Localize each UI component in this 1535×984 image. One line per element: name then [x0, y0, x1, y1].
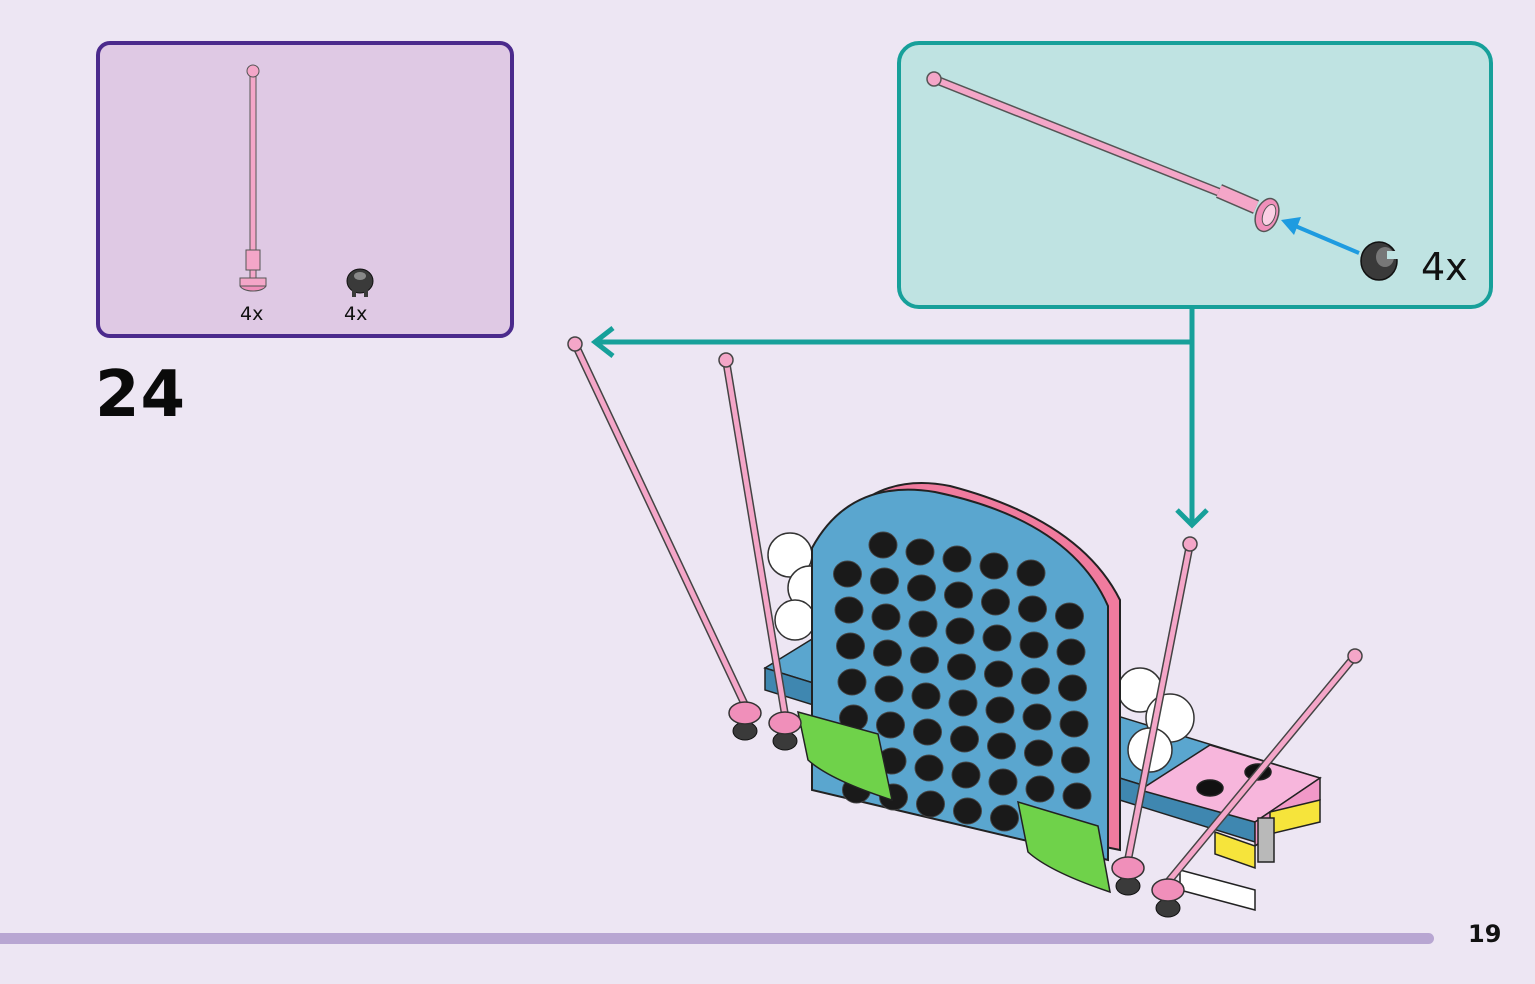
stud [981, 588, 1010, 616]
stud [833, 560, 862, 588]
stud [944, 581, 973, 609]
insert-arrow [1281, 217, 1360, 255]
stud [911, 682, 941, 710]
stud [868, 531, 898, 559]
stud [1025, 775, 1055, 803]
stud [947, 653, 976, 681]
stud [953, 797, 982, 825]
stud [876, 711, 905, 739]
stud [836, 632, 865, 660]
stud [1018, 595, 1047, 623]
stud [984, 660, 1013, 688]
stud [1061, 746, 1090, 774]
callout-arrows [590, 309, 1209, 529]
antenna-whip-icon [1151, 648, 1363, 918]
page-number: 19 [1468, 920, 1502, 948]
stud [873, 639, 902, 667]
parts-illustration [239, 64, 374, 297]
stud [1055, 602, 1084, 630]
stud [907, 574, 936, 602]
parts-list-box: 4x 4x [96, 41, 514, 338]
stud [910, 646, 939, 674]
stud [990, 804, 1019, 832]
sub-assembly-box: 4x [897, 41, 1493, 309]
clip-holder-icon [1360, 241, 1401, 281]
stud [1059, 710, 1089, 738]
sub-assembly-count: 4x [1421, 245, 1468, 289]
stud [985, 696, 1015, 724]
stud [951, 761, 981, 789]
stud [950, 725, 979, 753]
stud [1058, 674, 1087, 702]
stud [874, 675, 904, 703]
sub-assembly-illustration [926, 71, 1401, 281]
part-count-antenna: 4x [240, 303, 264, 325]
page-progress-bar [0, 933, 1434, 944]
stud [905, 538, 935, 566]
stud [834, 596, 864, 624]
antennas [567, 336, 1363, 918]
antenna-whip-icon [567, 336, 762, 741]
antenna-whip-icon [926, 71, 1280, 233]
stud [979, 552, 1009, 580]
clip-holder-icon [346, 268, 374, 297]
antenna-whip-icon [718, 352, 802, 751]
stud [1021, 667, 1050, 695]
stud [1056, 638, 1086, 666]
stud [1024, 739, 1053, 767]
stud [1016, 559, 1046, 587]
stud [870, 567, 899, 595]
stud [871, 603, 901, 631]
green-slopes [797, 710, 1111, 894]
stud [908, 610, 938, 638]
stud [1062, 782, 1092, 810]
stud [987, 732, 1016, 760]
stud [948, 689, 978, 717]
antenna-whip-icon [1111, 536, 1198, 896]
round-panel [811, 482, 1121, 862]
stud [942, 545, 972, 573]
stud [1022, 703, 1052, 731]
stud [916, 790, 945, 818]
step-number: 24 [95, 358, 187, 432]
stud [913, 718, 942, 746]
stud [945, 617, 975, 645]
stud [914, 754, 944, 782]
stud [1019, 631, 1049, 659]
stud [837, 668, 867, 696]
part-count-clip: 4x [344, 303, 368, 325]
stud [988, 768, 1018, 796]
stud [982, 624, 1012, 652]
antenna-whip-icon [239, 64, 267, 292]
